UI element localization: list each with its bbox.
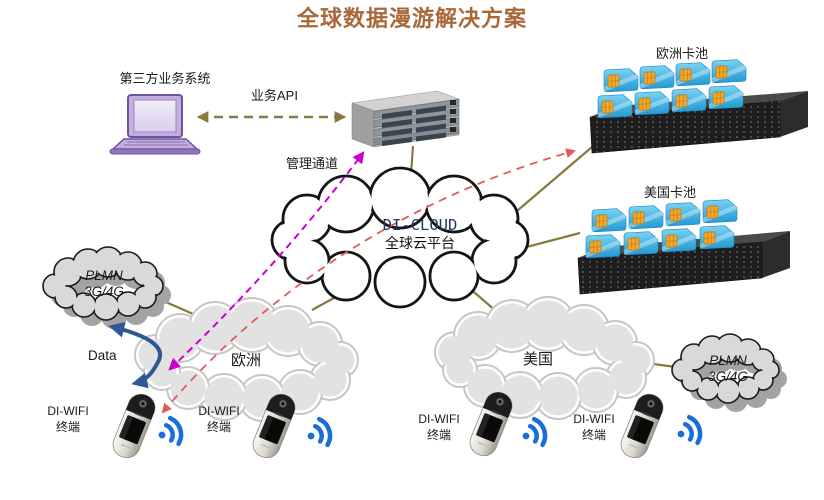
terminal-label: DI-WIFI 终端 — [47, 404, 89, 434]
wifi-signal-icon — [519, 417, 549, 450]
europe-network-label: 欧洲 — [230, 352, 261, 369]
plmn-left-label: PLMN 3G/4G — [84, 268, 124, 299]
plmn-right-label: PLMN 3G/4G — [708, 353, 748, 384]
europe-card-pool-icon — [589, 58, 808, 154]
us-card-pool-label: 美国卡池 — [643, 185, 696, 200]
page-title: 全球数据漫游解决方案 — [296, 6, 527, 31]
cloud-platform-subtitle: 全球云平台 — [385, 235, 455, 252]
wifi-signal-icon — [155, 416, 185, 449]
wifi-device-icon — [108, 389, 160, 463]
management-channel-label: 管理通道 — [286, 156, 339, 171]
cloud-platform-label: DI-CLOUD 全球云平台 — [340, 216, 500, 253]
europe-card-pool-label: 欧洲卡池 — [655, 46, 708, 61]
roaming-path-arrow — [161, 148, 576, 414]
us-network-label: 美国 — [522, 351, 553, 368]
server-icon — [351, 90, 460, 148]
cloud-platform-name: DI-CLOUD — [382, 216, 458, 234]
data-flow-arrow — [108, 321, 162, 389]
plmn-left-cloud — [42, 246, 171, 329]
plmn-right-cloud — [671, 333, 787, 412]
terminal-label: DI-WIFI 终端 — [573, 412, 615, 442]
laptop-icon — [109, 94, 201, 155]
terminal-label: DI-WIFI 终端 — [418, 412, 460, 442]
us-card-pool-icon — [577, 198, 790, 295]
terminal-label: DI-WIFI 终端 — [198, 404, 240, 434]
third-party-system-label: 第三方业务系统 — [119, 71, 211, 86]
business-api-label: 业务API — [251, 88, 298, 103]
wifi-signal-icon — [674, 415, 704, 448]
wifi-signal-icon — [304, 417, 334, 450]
data-link-label: Data — [88, 348, 117, 363]
